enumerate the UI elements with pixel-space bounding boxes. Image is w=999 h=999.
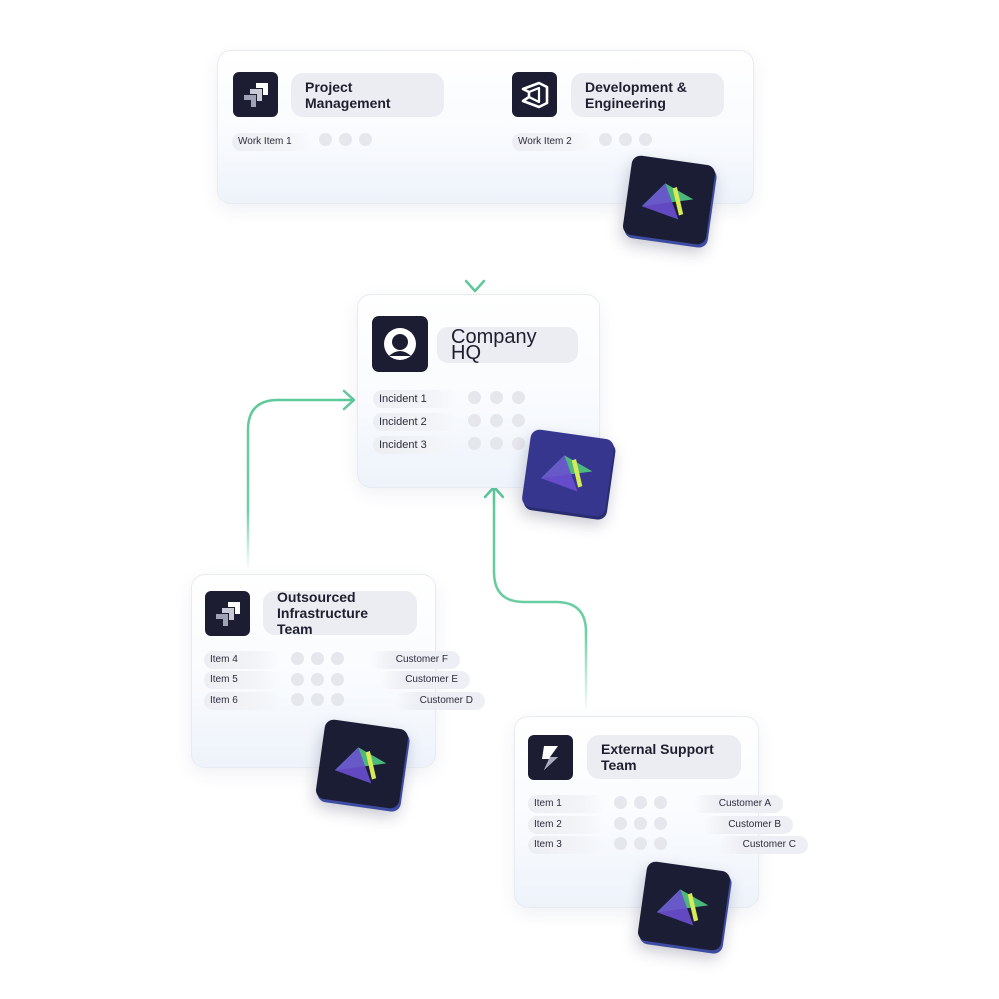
placeholder-dot — [614, 837, 627, 850]
placeholder-dot — [319, 133, 332, 146]
external-support-title: External Support Team — [587, 735, 741, 779]
customer-f[interactable]: Customer F — [370, 651, 460, 669]
item-4[interactable]: Item 4 — [204, 651, 280, 669]
jira-icon — [205, 591, 250, 636]
placeholder-dot — [634, 796, 647, 809]
placeholder-dot — [654, 837, 667, 850]
work-item-2[interactable]: Work Item 2 — [512, 133, 592, 151]
jira-service-management-icon — [528, 735, 573, 780]
placeholder-dot — [291, 652, 304, 665]
exalate-sync-icon — [621, 154, 717, 246]
exalate-sync-icon — [520, 428, 616, 518]
placeholder-dot — [654, 796, 667, 809]
arrow-infra-to-hq — [246, 398, 353, 570]
placeholder-dot — [468, 437, 481, 450]
placeholder-dot — [619, 133, 632, 146]
placeholder-dot — [468, 414, 481, 427]
placeholder-dot — [291, 693, 304, 706]
company-hq-logo-icon — [372, 316, 428, 372]
placeholder-dot — [512, 437, 525, 450]
azure-devops-icon — [512, 72, 557, 117]
work-item-1[interactable]: Work Item 1 — [232, 133, 312, 151]
incident-2[interactable]: Incident 2 — [373, 413, 457, 431]
placeholder-dot — [512, 391, 525, 404]
placeholder-dot — [639, 133, 652, 146]
item-3[interactable]: Item 3 — [528, 836, 604, 854]
arrow-support-to-hq — [492, 488, 588, 712]
incident-3[interactable]: Incident 3 — [373, 436, 457, 454]
placeholder-dot — [291, 673, 304, 686]
placeholder-dot — [359, 133, 372, 146]
placeholder-dot — [331, 673, 344, 686]
placeholder-dot — [490, 391, 503, 404]
customer-b[interactable]: Customer B — [703, 816, 793, 834]
placeholder-dot — [311, 693, 324, 706]
placeholder-dot — [614, 796, 627, 809]
placeholder-dot — [468, 391, 481, 404]
placeholder-dot — [490, 437, 503, 450]
customer-d[interactable]: Customer D — [395, 692, 485, 710]
item-1[interactable]: Item 1 — [528, 795, 604, 813]
company-hq-title: Company HQ — [437, 327, 578, 363]
placeholder-dot — [614, 817, 627, 830]
placeholder-dot — [634, 817, 647, 830]
placeholder-dot — [339, 133, 352, 146]
outsourced-infrastructure-title: Outsourced Infrastructure Team — [263, 589, 417, 637]
jira-icon — [233, 72, 278, 117]
incident-1[interactable]: Incident 1 — [373, 390, 457, 408]
customer-e[interactable]: Customer E — [380, 671, 470, 689]
item-5[interactable]: Item 5 — [204, 671, 280, 689]
placeholder-dot — [512, 414, 525, 427]
placeholder-dot — [311, 652, 324, 665]
placeholder-dot — [634, 837, 647, 850]
item-2[interactable]: Item 2 — [528, 816, 604, 834]
customer-c[interactable]: Customer C — [718, 836, 808, 854]
exalate-sync-icon — [314, 718, 410, 810]
placeholder-dot — [331, 652, 344, 665]
development-engineering-title: Development & Engineering — [571, 73, 724, 117]
placeholder-dot — [311, 673, 324, 686]
placeholder-dot — [331, 693, 344, 706]
exalate-sync-icon — [636, 860, 732, 952]
item-6[interactable]: Item 6 — [204, 692, 280, 710]
placeholder-dot — [490, 414, 503, 427]
placeholder-dot — [654, 817, 667, 830]
customer-a[interactable]: Customer A — [693, 795, 783, 813]
project-management-title: Project Management — [291, 73, 444, 117]
placeholder-dot — [599, 133, 612, 146]
